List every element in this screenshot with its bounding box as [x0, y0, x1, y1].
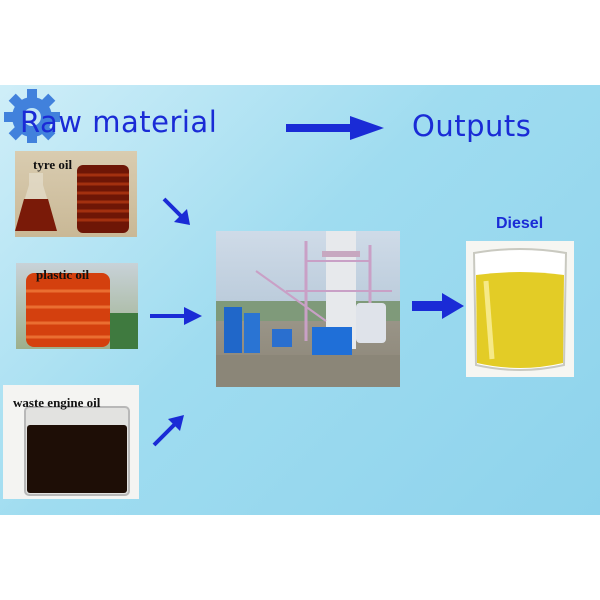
gear-logo-icon: [4, 89, 60, 143]
waste-engine-oil-photo: waste engine oil: [3, 385, 139, 499]
waste-engine-oil-label: waste engine oil: [13, 395, 101, 410]
plastic-oil-photo: plastic oil: [16, 263, 138, 349]
tyre-oil-label: tyre oil: [33, 157, 73, 172]
arrow-right-icon: [150, 307, 202, 325]
tyre-oil-photo: tyre oil: [15, 151, 137, 237]
plant-photo: [216, 231, 400, 387]
diesel-photo: [466, 241, 574, 377]
outputs-heading: Outputs: [412, 109, 532, 143]
arrow-right-icon: [286, 116, 384, 140]
arrow-down-right-icon: [162, 197, 190, 225]
plastic-oil-label: plastic oil: [36, 267, 90, 282]
process-diagram: Raw material Outputs tyre oil: [0, 85, 600, 515]
arrow-up-right-icon: [152, 415, 184, 447]
arrow-right-icon: [412, 293, 464, 319]
diesel-label: Diesel: [496, 215, 544, 232]
raw-material-heading: Raw material: [20, 105, 218, 139]
